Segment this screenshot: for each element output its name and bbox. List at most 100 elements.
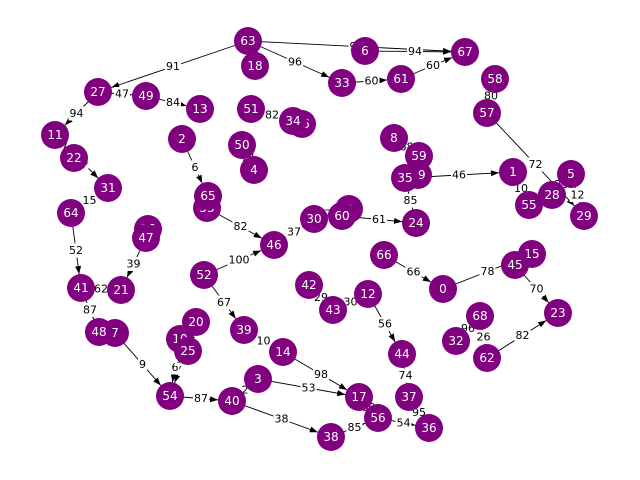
node-label-51: 51 bbox=[243, 102, 258, 116]
node-label-12: 12 bbox=[360, 287, 375, 301]
edge-weight-label: 62 bbox=[94, 283, 108, 296]
node-label-11: 11 bbox=[47, 128, 62, 142]
node-label-33: 33 bbox=[334, 76, 349, 90]
node-label-36: 36 bbox=[421, 421, 436, 435]
edge-label-background bbox=[273, 412, 290, 426]
node-label-32: 32 bbox=[448, 334, 463, 348]
node-label-62: 62 bbox=[479, 351, 494, 365]
node-label-7: 7 bbox=[111, 326, 119, 340]
node-label-18: 18 bbox=[247, 59, 262, 73]
node-layer: 0123456789101112131415161718192021222324… bbox=[41, 27, 598, 451]
edge-label-background bbox=[313, 367, 329, 382]
edge-label-background bbox=[60, 139, 69, 154]
node-38 bbox=[317, 423, 345, 451]
node-56 bbox=[364, 404, 392, 432]
edge-label-background bbox=[479, 264, 496, 279]
edge-label-background bbox=[425, 58, 441, 73]
edge-weight-label: 37 bbox=[287, 226, 301, 239]
edge-arrowhead bbox=[90, 170, 99, 179]
node-label-34: 34 bbox=[285, 114, 300, 128]
edge-label-background bbox=[93, 282, 109, 296]
edge-arrowhead bbox=[422, 275, 431, 283]
edge-label-background bbox=[300, 381, 317, 395]
node-label-42: 42 bbox=[301, 278, 316, 292]
node-4 bbox=[240, 156, 268, 184]
node-label-55: 55 bbox=[521, 198, 536, 212]
node-44 bbox=[388, 340, 416, 368]
edge-label-background bbox=[402, 193, 419, 208]
node-label-67: 67 bbox=[457, 45, 472, 59]
node-label-37: 37 bbox=[401, 390, 416, 404]
node-11 bbox=[41, 121, 69, 149]
node-55 bbox=[515, 191, 543, 219]
edge-arrowhead bbox=[537, 320, 547, 328]
edge-label-background bbox=[451, 168, 467, 182]
node-17 bbox=[345, 383, 373, 411]
node-label-41: 41 bbox=[73, 281, 88, 295]
edge-arrowhead bbox=[338, 383, 347, 390]
node-48 bbox=[85, 318, 113, 346]
edge-label-background bbox=[342, 295, 359, 309]
node-label-58: 58 bbox=[487, 72, 502, 86]
node-label-30: 30 bbox=[306, 212, 321, 226]
edge-arrowhead bbox=[174, 374, 181, 383]
edge-label-background bbox=[232, 219, 249, 234]
node-63 bbox=[234, 27, 262, 55]
node-54 bbox=[156, 382, 184, 410]
edge-weight-label: 9 bbox=[139, 358, 146, 371]
edge-label-background bbox=[216, 295, 232, 310]
edge-arrowhead bbox=[490, 170, 500, 177]
node-label-25: 25 bbox=[180, 344, 195, 358]
node-35 bbox=[391, 164, 419, 192]
node-label-27: 27 bbox=[90, 85, 105, 99]
edge-weight-label: 38 bbox=[275, 413, 289, 426]
edge-weight-label: 46 bbox=[452, 169, 466, 182]
edge-arrowhead bbox=[111, 82, 120, 88]
edge-weight-label: 100 bbox=[229, 254, 250, 267]
edge-label-background bbox=[227, 253, 251, 267]
edge-label-background bbox=[255, 334, 272, 348]
edge-weight-label: 94 bbox=[408, 45, 422, 58]
node-label-57: 57 bbox=[479, 106, 494, 120]
node-label-64: 64 bbox=[63, 206, 78, 220]
node-label-5: 5 bbox=[567, 167, 575, 181]
edge-label-background bbox=[377, 317, 393, 331]
edge-weight-label: 60 bbox=[426, 59, 440, 72]
node-label-65: 65 bbox=[200, 189, 215, 203]
node-27 bbox=[84, 78, 112, 106]
node-3 bbox=[244, 365, 272, 393]
edge-weight-label: 52 bbox=[69, 244, 83, 257]
node-label-22: 22 bbox=[66, 151, 81, 165]
edge-label-background bbox=[475, 330, 492, 344]
node-22 bbox=[60, 144, 88, 172]
edge-label-background bbox=[82, 303, 98, 317]
node-label-3: 3 bbox=[254, 372, 262, 386]
edge-label-background bbox=[527, 157, 544, 172]
edge-arrowhead bbox=[393, 217, 403, 224]
node-5 bbox=[557, 160, 585, 188]
node-label-28: 28 bbox=[544, 188, 559, 202]
node-label-8: 8 bbox=[390, 131, 398, 145]
node-8 bbox=[380, 124, 408, 152]
edge-weight-label: 84 bbox=[166, 96, 180, 109]
edge-weight-label: 39 bbox=[127, 258, 141, 271]
edge-arrowhead bbox=[309, 426, 318, 433]
node-label-35: 35 bbox=[397, 171, 412, 185]
node-label-14: 14 bbox=[275, 345, 290, 359]
node-39 bbox=[230, 316, 258, 344]
edge-label-background bbox=[165, 95, 181, 110]
edge-label-background bbox=[405, 265, 422, 279]
node-61 bbox=[387, 65, 415, 93]
edge-label-background bbox=[193, 391, 209, 406]
edge-label-background bbox=[240, 383, 250, 397]
node-label-0: 0 bbox=[439, 282, 447, 296]
edge-weight-label: 47 bbox=[115, 88, 129, 101]
edge-weight-label: 15 bbox=[83, 194, 97, 207]
edge-label-background bbox=[514, 328, 531, 343]
node-37 bbox=[395, 383, 423, 411]
edge-weight-label: 6 bbox=[192, 161, 199, 174]
edge-arrowhead bbox=[127, 268, 134, 278]
edge-label-background bbox=[287, 55, 303, 69]
edge-label-background bbox=[371, 212, 387, 227]
edge-label-background bbox=[165, 59, 181, 74]
